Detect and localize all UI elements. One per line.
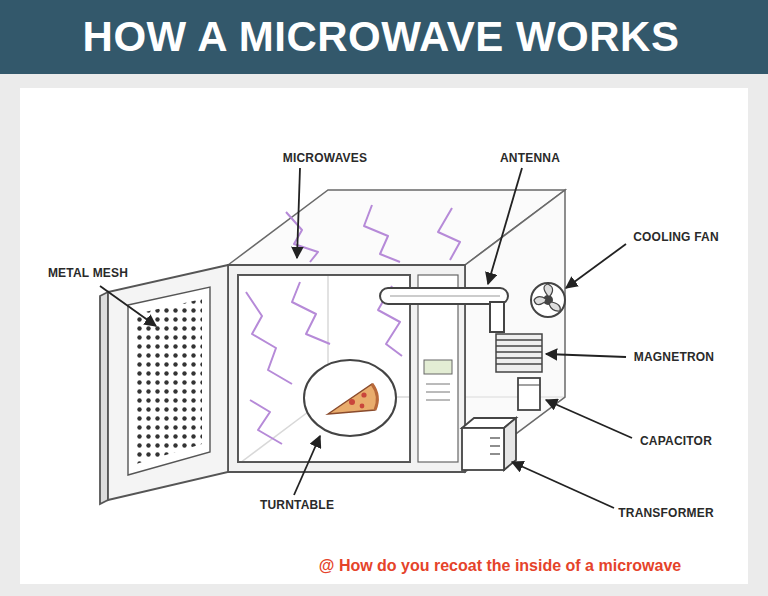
part-label: MICROWAVES <box>283 151 367 165</box>
caption-watermark: @ How do you recoat the inside of a micr… <box>319 557 681 575</box>
part-label: COOLING FAN <box>633 230 719 244</box>
turntable <box>304 360 396 436</box>
title: HOW A MICROWAVE WORKS <box>83 13 680 61</box>
part-label: METAL MESH <box>48 266 128 280</box>
microwave-waves <box>286 205 460 262</box>
open-door <box>100 265 228 504</box>
transformer <box>462 418 516 470</box>
leader-lines <box>100 168 632 508</box>
antenna <box>380 288 508 332</box>
part-label: TRANSFORMER <box>618 506 714 520</box>
part-label: ANTENNA <box>500 151 560 165</box>
part-label: CAPACITOR <box>640 434 712 448</box>
part-label: TURNTABLE <box>260 498 334 512</box>
part-label: MAGNETRON <box>634 350 714 364</box>
cooling-fan <box>531 283 565 317</box>
oven-body <box>228 190 565 472</box>
magnetron <box>496 334 542 372</box>
capacitor <box>518 378 540 410</box>
microwave-waves <box>246 282 402 444</box>
